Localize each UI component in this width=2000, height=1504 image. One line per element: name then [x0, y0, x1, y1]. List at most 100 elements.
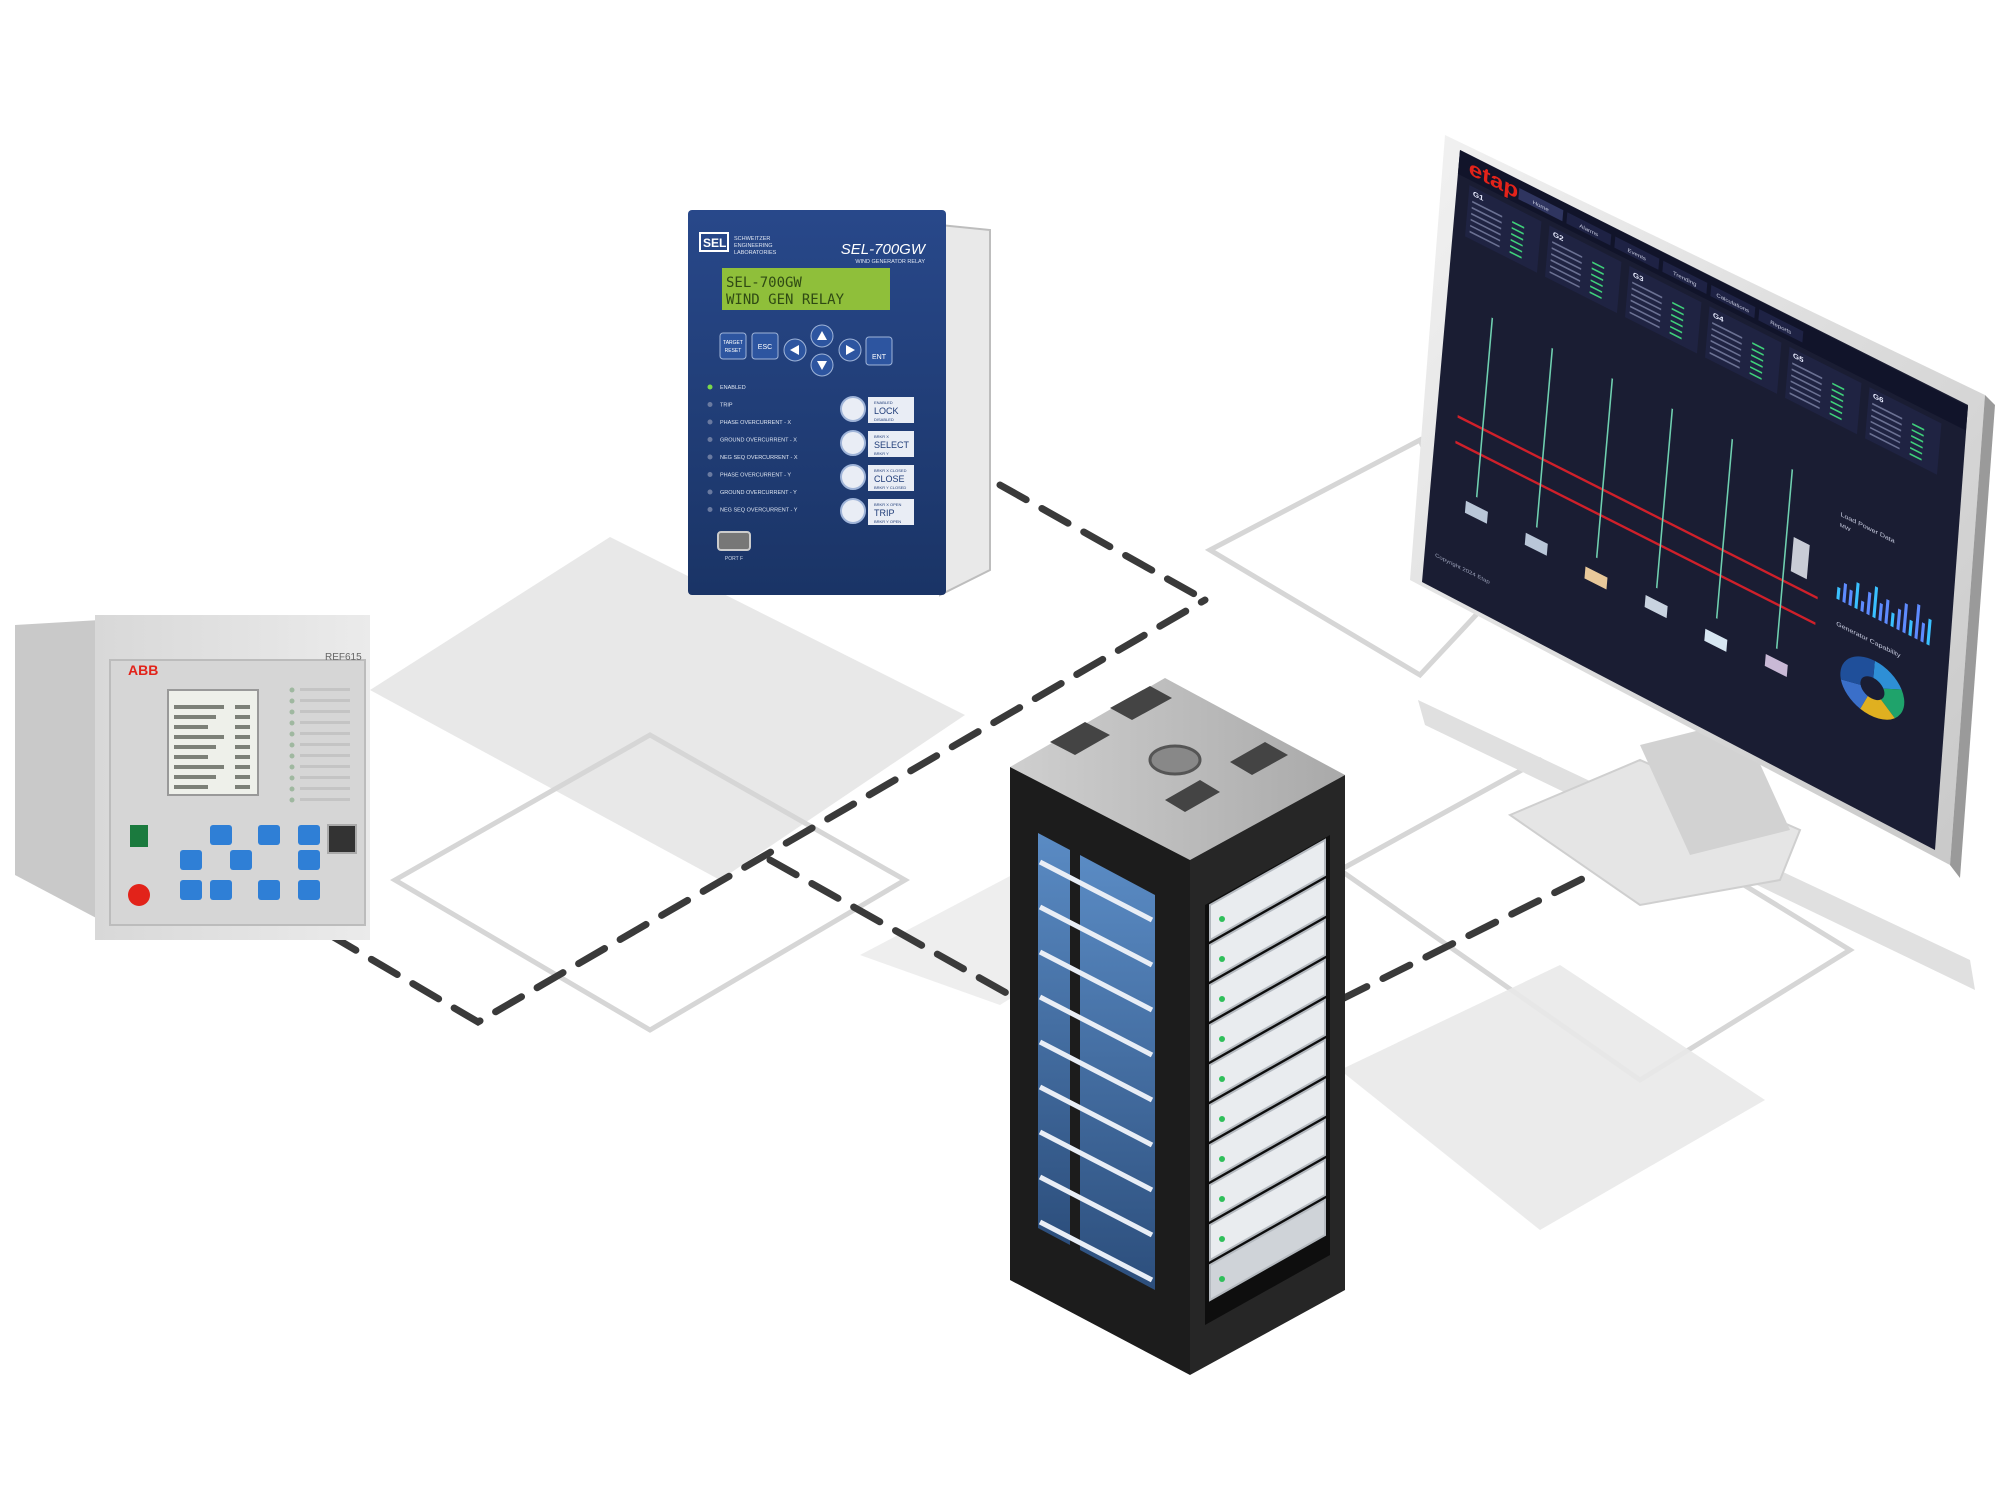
rack-shelf — [1038, 994, 1154, 1058]
abb-key[interactable] — [210, 825, 232, 845]
generator-readout-label — [1710, 345, 1741, 363]
abb-side — [15, 620, 100, 920]
sel-lcd — [722, 268, 890, 310]
sel-target-label: TARGET — [723, 340, 743, 346]
sel-led — [707, 384, 713, 390]
rack-shelf — [1038, 859, 1154, 923]
sel-led — [707, 419, 713, 425]
dashboard-tab[interactable] — [1518, 187, 1564, 222]
sel-lcd-line-1: SEL-700GW — [726, 275, 802, 291]
server-unit — [1209, 1198, 1326, 1302]
rack-shelf — [1038, 904, 1154, 968]
rack-shelf — [1038, 1174, 1154, 1238]
sel-pushbutton[interactable] — [840, 396, 866, 422]
abb-key[interactable] — [180, 880, 202, 900]
server-unit — [1209, 1078, 1326, 1182]
generator-readout-label — [1551, 247, 1582, 265]
dashboard-tab[interactable] — [1566, 212, 1612, 246]
generator-readout-value — [1509, 250, 1522, 259]
generator-readout-label — [1630, 305, 1661, 323]
sel-pushbutton-label-card — [868, 397, 914, 423]
generator-readout-value — [1670, 319, 1683, 328]
generator-readout-value — [1671, 307, 1684, 316]
abb-key[interactable] — [258, 825, 280, 845]
abb-keypad — [180, 825, 320, 900]
sel-led-label: PHASE OVERCURRENT - Y — [720, 473, 791, 479]
abb-key[interactable] — [230, 850, 252, 870]
sel-pushbutton[interactable] — [840, 464, 866, 490]
generator-readout-label — [1470, 224, 1501, 242]
abb-key[interactable] — [298, 880, 320, 900]
load-bar — [1896, 608, 1902, 631]
sel-pushbutton[interactable] — [840, 430, 866, 456]
load-bar — [1842, 582, 1848, 604]
generator-readout-value — [1912, 422, 1925, 431]
server-status-led — [1219, 956, 1225, 962]
sel-led — [707, 507, 713, 512]
abb-key[interactable] — [298, 825, 320, 845]
generator-readout-label — [1709, 351, 1740, 369]
abb-display-line — [174, 785, 208, 789]
abb-led — [289, 709, 295, 715]
sel-led — [707, 402, 713, 407]
generator-readout-label — [1872, 402, 1903, 420]
abb-key[interactable] — [180, 850, 202, 870]
abb-display-line — [174, 715, 216, 719]
generator-readout-value — [1590, 279, 1603, 288]
monitor-screen — [1422, 150, 1968, 850]
abb-display-value — [235, 735, 250, 739]
abb-key[interactable] — [298, 850, 320, 870]
monitor-workstation — [1410, 135, 1995, 990]
dashboard-tab[interactable] — [1758, 309, 1804, 343]
abb-display-line — [174, 705, 224, 709]
server-status-led — [1219, 1156, 1225, 1162]
floor-plane-left-outline — [390, 732, 910, 1033]
abb-led-label — [300, 754, 350, 757]
generator-readout-value — [1751, 348, 1764, 356]
generator-readout-label — [1631, 287, 1662, 305]
abb-display-value — [235, 785, 250, 789]
load-bar — [1860, 600, 1865, 613]
sel-lcd-line-2: WIND GEN RELAY — [726, 292, 845, 308]
generator-readout-value — [1510, 238, 1523, 247]
abb-led-column — [289, 687, 350, 803]
server-unit — [1209, 958, 1326, 1062]
generator-readout-label — [1791, 368, 1822, 386]
generator-readout-value — [1750, 366, 1763, 374]
sel-pushbutton-top: BRKR X CLOSED — [874, 468, 907, 473]
sel-pushbutton-main: CLOSE — [874, 474, 905, 484]
server-status-led — [1219, 916, 1225, 922]
abb-key[interactable] — [210, 880, 232, 900]
sel-pushbutton-top: ENABLED — [874, 400, 893, 405]
generator-readout-label — [1870, 420, 1901, 438]
sel-subtitle: WIND GENERATOR RELAY — [855, 259, 925, 265]
abb-led-label — [300, 721, 350, 724]
sel-esc-label: ESC — [758, 344, 772, 351]
abb-led — [289, 797, 295, 803]
dashboard-tab[interactable] — [1662, 260, 1708, 295]
link-hub-to-rack — [766, 856, 1014, 999]
generator-readout-label — [1790, 386, 1821, 404]
generator-readout-label — [1792, 362, 1823, 380]
sel-pushbutton[interactable] — [840, 498, 866, 524]
abb-power-key — [128, 884, 150, 906]
server-rack — [1010, 678, 1345, 1375]
sel-port-label: PORT F — [725, 556, 743, 562]
etap-dashboard: etap HomeAlarmsEventsTrendingCalculation… — [1435, 150, 1968, 720]
sel-pushbutton-bottom: BRKR Y CLOSED — [874, 485, 906, 490]
load-bar — [1872, 586, 1879, 619]
abb-led-label — [300, 699, 350, 702]
network-links — [326, 481, 1594, 1027]
dashboard-tab[interactable] — [1710, 284, 1756, 319]
sel-logo-box — [699, 232, 729, 252]
generator-readout-label — [1632, 281, 1663, 299]
sel-model: SEL-700GW — [841, 241, 927, 258]
abb-key[interactable] — [258, 880, 280, 900]
abb-display-line — [174, 725, 208, 729]
load-bar — [1848, 589, 1853, 607]
dashboard-tab[interactable] — [1614, 236, 1660, 270]
abb-led — [289, 720, 295, 726]
sel-target-reset-key — [719, 332, 747, 360]
generator-readout-value — [1750, 360, 1763, 368]
